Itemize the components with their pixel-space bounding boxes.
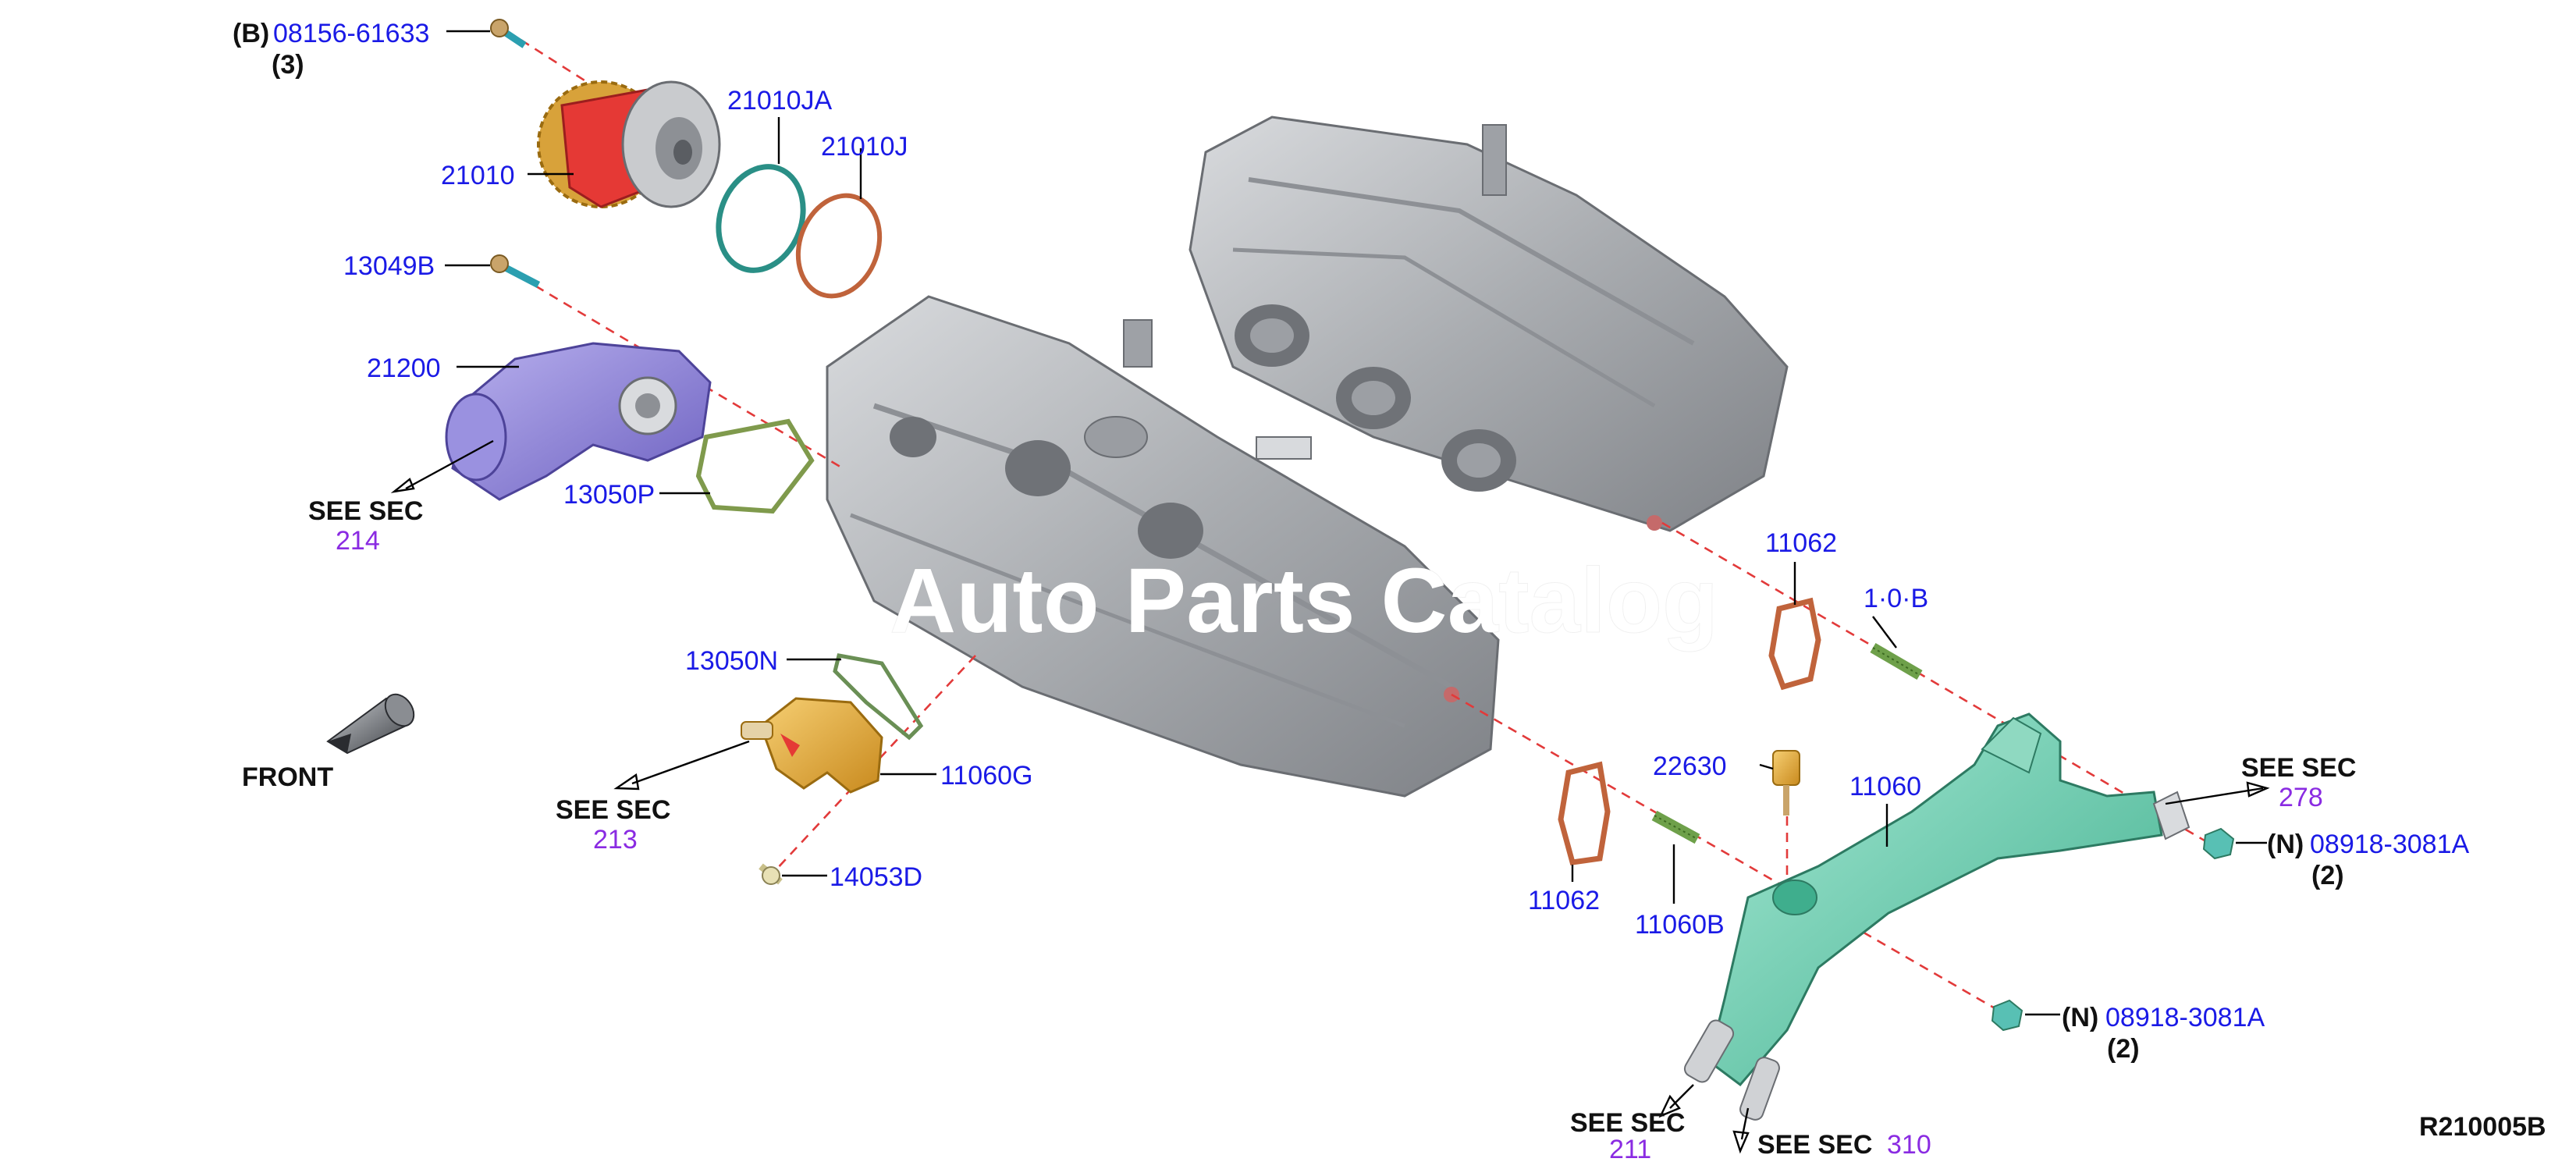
gasket-13050n[interactable] <box>833 653 924 741</box>
see-sec-310-label: SEE SEC <box>1757 1130 1872 1158</box>
label-21010ja[interactable]: 21010JA <box>727 86 833 115</box>
label-22630[interactable]: 22630 <box>1653 752 1727 781</box>
label-11060[interactable]: 11060 <box>1849 772 1921 801</box>
label-14053d[interactable]: 14053D <box>830 862 922 892</box>
label-08918-lower[interactable]: 08918-3081A <box>2105 1003 2265 1032</box>
see-sec-214-label: SEE SEC <box>308 496 423 526</box>
label-08918-lower-prefix: (N) <box>2062 1003 2098 1032</box>
label-21010[interactable]: 21010 <box>441 161 515 190</box>
label-stud-top[interactable]: 1·0·B <box>1864 584 1928 613</box>
label-21200[interactable]: 21200 <box>367 354 441 383</box>
engine-cylinder-heads <box>826 115 1789 798</box>
stud-11060b[interactable] <box>1651 810 1700 844</box>
water-pump-21010[interactable] <box>537 80 721 208</box>
label-11062-bottom[interactable]: 11062 <box>1528 886 1600 915</box>
see-sec-211-link[interactable]: 211 <box>1609 1135 1651 1162</box>
label-11060g[interactable]: 11060G <box>940 761 1032 791</box>
stud-top[interactable] <box>1870 642 1923 680</box>
label-08156-qty: (3) <box>272 50 304 80</box>
gasket-13050p[interactable] <box>695 418 815 514</box>
label-08918-upper[interactable]: 08918-3081A <box>2310 830 2470 859</box>
see-sec-213-label: SEE SEC <box>556 795 670 825</box>
label-08156-prefix: (B) <box>233 19 269 48</box>
bolt-14053d[interactable] <box>759 863 783 885</box>
see-sec-214-link[interactable]: 214 <box>336 526 380 556</box>
front-label: FRONT <box>242 762 333 792</box>
label-11062-top[interactable]: 11062 <box>1765 528 1837 558</box>
water-outlet-pipe-11060[interactable] <box>1682 712 2190 1122</box>
gasket-11062-top[interactable] <box>1768 597 1821 691</box>
gasket-11062-bottom[interactable] <box>1558 761 1611 865</box>
thermostat-housing-21200[interactable] <box>445 342 712 501</box>
bolt-08156-61633[interactable] <box>490 19 527 48</box>
nut-08918-3081a-upper[interactable] <box>2202 827 2235 860</box>
label-21010j[interactable]: 21010J <box>821 132 908 162</box>
see-sec-278-label: SEE SEC <box>2241 753 2356 783</box>
front-arrow-icon <box>326 693 415 755</box>
label-08918-upper-qty: (2) <box>2311 861 2344 890</box>
label-13050n[interactable]: 13050N <box>685 646 778 676</box>
temp-sensor-22630[interactable] <box>1772 750 1800 816</box>
part-labels: (B) 08156-61633 (3) 21010 21010JA 21010J… <box>233 19 2546 1162</box>
water-outlet-11060g[interactable] <box>741 697 883 794</box>
see-sec-211-label: SEE SEC <box>1570 1108 1685 1138</box>
diagram-id: R210005B <box>2419 1112 2546 1142</box>
nut-08918-3081a-lower[interactable] <box>1991 999 2023 1032</box>
gasket-21010ja[interactable] <box>705 155 817 282</box>
leader-lines <box>390 30 2270 1154</box>
see-sec-213-link[interactable]: 213 <box>593 825 638 855</box>
bolt-13049b[interactable] <box>490 254 541 288</box>
label-11060b[interactable]: 11060B <box>1635 910 1725 940</box>
watermark: Auto Parts Catalog <box>890 549 1718 652</box>
label-08156-61633[interactable]: 08156-61633 <box>273 19 429 48</box>
see-sec-310-link[interactable]: 310 <box>1887 1130 1931 1160</box>
label-13050p[interactable]: 13050P <box>563 480 655 510</box>
label-08918-lower-qty: (2) <box>2107 1034 2140 1064</box>
label-13049b[interactable]: 13049B <box>343 251 435 281</box>
gasket-21010j[interactable] <box>784 184 893 307</box>
see-sec-278-link[interactable]: 278 <box>2279 783 2323 812</box>
label-08918-upper-prefix: (N) <box>2267 830 2304 859</box>
